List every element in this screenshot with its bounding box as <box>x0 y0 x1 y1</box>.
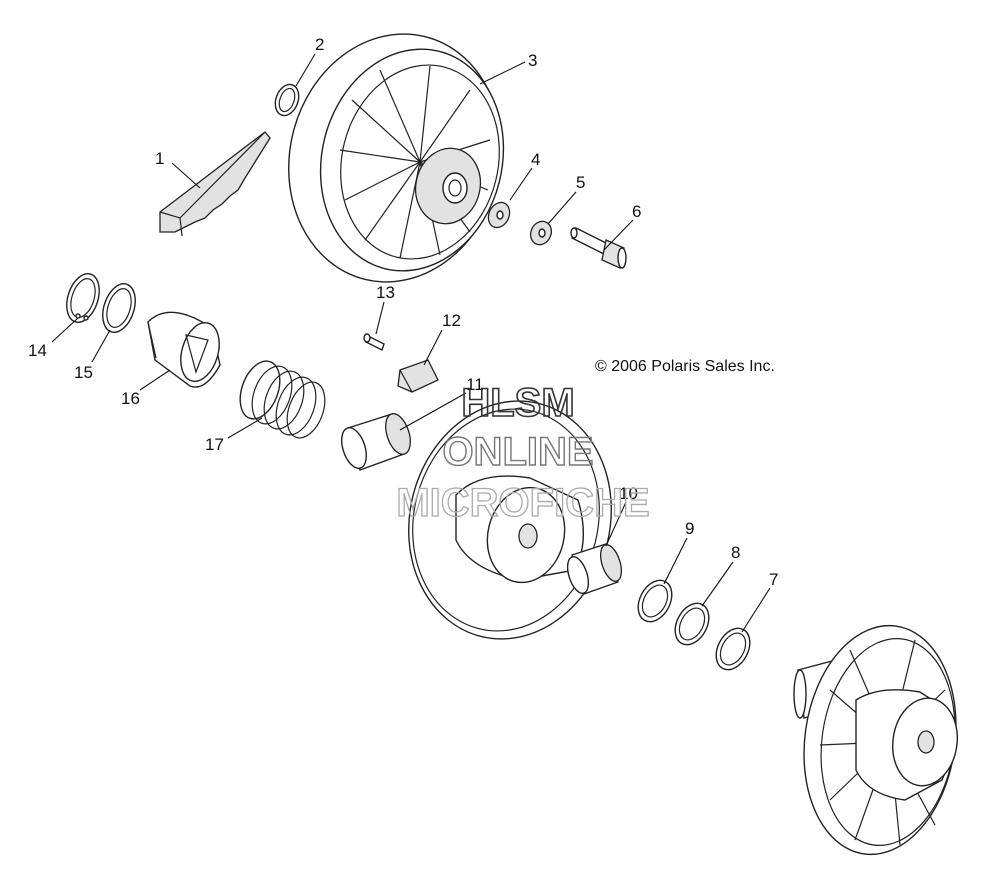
callout-3: 3 <box>528 51 537 70</box>
callout-6: 6 <box>632 202 641 221</box>
part-13-pin <box>363 333 385 351</box>
part-1-wedge <box>159 131 271 237</box>
part-17-spring <box>239 360 326 439</box>
callouts: 1 2 3 4 5 6 7 8 9 10 11 12 13 14 15 16 1… <box>28 35 778 589</box>
part-16-cam <box>147 311 221 388</box>
leader-lines <box>51 53 771 633</box>
callout-14: 14 <box>28 341 47 360</box>
part-center-sheave <box>408 400 612 640</box>
callout-12: 12 <box>442 311 461 330</box>
part-15-ring <box>102 283 136 333</box>
callout-17: 17 <box>205 435 224 454</box>
part-fixed-sheave <box>793 624 958 856</box>
callout-2: 2 <box>315 35 324 54</box>
callout-7: 7 <box>769 570 778 589</box>
part-10-bushing <box>566 543 623 595</box>
part-7-ring <box>715 627 751 671</box>
part-3-sheave <box>288 33 505 283</box>
part-5-washer <box>529 220 553 246</box>
part-6-bolt <box>570 227 627 269</box>
callout-1: 1 <box>155 149 164 168</box>
callout-13: 13 <box>376 283 395 302</box>
watermark-line-3: MICROFICHE <box>396 481 649 525</box>
callout-11: 11 <box>466 375 484 394</box>
part-12-block <box>397 359 439 393</box>
part-4-washer <box>487 201 511 229</box>
watermark-line-2: ONLINE <box>442 430 593 474</box>
watermark-line-1: HLSM <box>461 381 574 425</box>
part-8-ring <box>674 602 710 646</box>
callout-5: 5 <box>576 173 585 192</box>
callout-8: 8 <box>731 543 740 562</box>
part-2-ring <box>274 83 300 117</box>
callout-15: 15 <box>74 363 93 382</box>
callout-4: 4 <box>531 150 540 169</box>
copyright-text: © 2006 Polaris Sales Inc. <box>595 358 775 375</box>
callout-16: 16 <box>121 389 140 408</box>
part-11-bushing <box>340 413 411 471</box>
part-9-ring <box>637 579 673 623</box>
watermark: HLSM ONLINE MICROFICHE <box>396 380 651 525</box>
callout-10: 10 <box>619 484 638 503</box>
callout-9: 9 <box>685 519 694 538</box>
part-14-snap-ring <box>66 273 100 323</box>
